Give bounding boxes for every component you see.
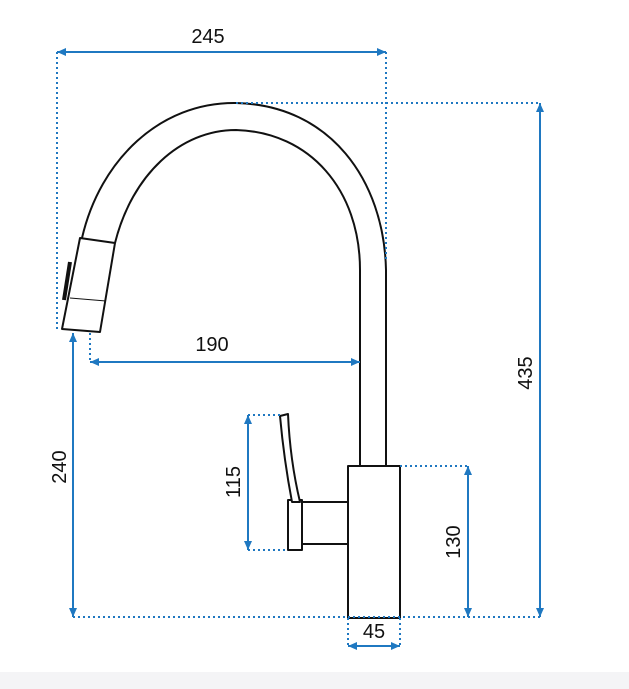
label-outlet-height: 240 bbox=[49, 450, 71, 483]
label-reach: 190 bbox=[195, 334, 228, 356]
spray-button bbox=[62, 261, 72, 301]
faucet-outline bbox=[61, 101, 401, 619]
label-base-width: 45 bbox=[363, 621, 385, 643]
label-body-height: 130 bbox=[443, 525, 465, 558]
spout-inner-edge bbox=[114, 129, 361, 466]
label-width-total: 245 bbox=[191, 26, 224, 48]
lever-handle bbox=[279, 413, 301, 503]
spray-head-band bbox=[69, 297, 107, 302]
extension-lines bbox=[56, 52, 540, 646]
lever-connector bbox=[301, 501, 349, 545]
lever-hub bbox=[287, 499, 303, 551]
faucet-body bbox=[347, 465, 401, 619]
label-height-total: 435 bbox=[515, 356, 537, 389]
footer-band bbox=[0, 672, 629, 689]
spout-outer-edge bbox=[81, 101, 387, 466]
dimension-lines bbox=[57, 48, 544, 650]
spray-head bbox=[61, 237, 116, 333]
label-lever-height: 115 bbox=[223, 466, 245, 498]
